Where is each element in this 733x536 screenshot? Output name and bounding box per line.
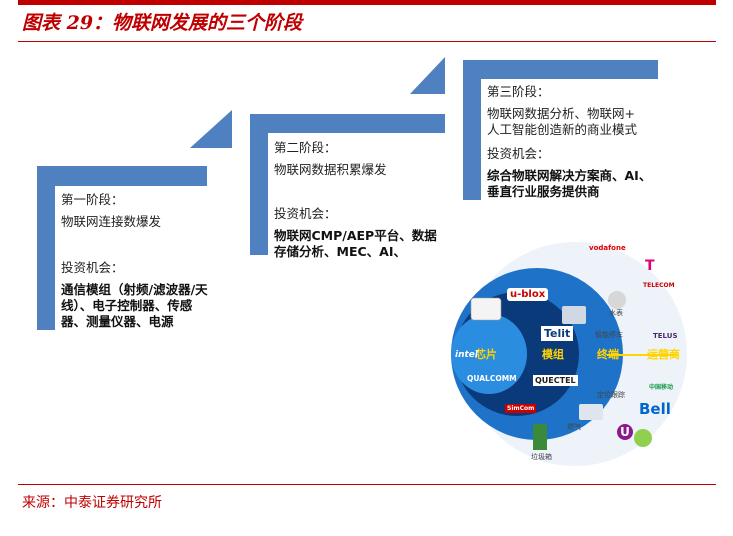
stage-3-opp-line: 综合物联网解决方案商、AI、 (487, 168, 652, 183)
device-label: 定位跟踪 (597, 391, 625, 399)
stage-2-name: 第二阶段： (274, 140, 337, 155)
logo-telit: Telit (541, 326, 574, 341)
ring-connector (607, 354, 677, 356)
stage-3-desc-line: 物联网数据分析、物联网+ (487, 106, 635, 121)
ring-label-chip: 芯片 (475, 348, 497, 361)
device-label: 智能停车 (595, 331, 623, 339)
stage-3-opp-label: 投资机会： (487, 146, 550, 161)
stage-2-arrow (410, 57, 445, 94)
logo-vodafone: vodafone (589, 244, 626, 252)
logo-quectel: QUECTEL (533, 375, 578, 386)
logo-bell: Bell (639, 400, 671, 418)
stage-1-opp-line: 通信模组（射频/滤波器/天 (61, 282, 208, 297)
stage-1-desc: 物联网连接数爆发 (61, 214, 162, 229)
ring-label-module: 模组 (542, 348, 564, 361)
stage-1-frame (37, 166, 207, 330)
logo-u: U (617, 424, 633, 440)
stage-2-opp-line: 物联网CMP/AEP平台、数据 (274, 228, 437, 243)
ring-label-operator: 运营商 (647, 348, 680, 361)
stage-2-opp-line: 存储分析、MEC、AI、 (274, 244, 406, 259)
stage-2-desc: 物联网数据积累爆发 (274, 162, 387, 177)
ring-label-device: 终端 (597, 348, 619, 361)
logo-intel: intel (455, 350, 478, 360)
stage-3-name: 第三阶段： (487, 84, 550, 99)
logo-telekom: T (645, 258, 655, 274)
stage-1-name: 第一阶段： (61, 192, 124, 207)
logo-qualcomm: QUALCOMM (467, 374, 517, 383)
logo-china-telecom: TELECOM (643, 282, 675, 289)
iot-ecosystem-graphic: 芯片 模组 终端 运营商 u-blox intel QUALCOMM Telit… (447, 232, 687, 468)
stage-3-desc-line: 人工智能创造新的商业模式 (487, 122, 638, 137)
device-label: 垃圾箱 (531, 453, 552, 461)
stage-3-frame (463, 60, 658, 200)
top-accent-bar (18, 0, 716, 5)
logo-china-mobile: 中国移动 (649, 384, 674, 391)
source-note: 来源：中泰证券研究所 (22, 495, 162, 511)
stage-3-opp-line: 垂直行业服务提供商 (487, 184, 600, 199)
logo-telus: TELUS (653, 332, 678, 340)
stage-1-opp-line: 线）、电子控制器、传感 (61, 298, 193, 313)
stage-2-opp-label: 投资机会： (274, 206, 337, 221)
title-divider (18, 41, 716, 42)
figure-title: 图表 29：物联网发展的三个阶段 (22, 12, 303, 34)
stage-1-opp-line: 器、测量仪器、电源 (61, 314, 174, 329)
stage-1-arrow (190, 110, 232, 148)
logo-ublox: u-blox (507, 288, 549, 301)
device-label: 水表 (609, 309, 623, 317)
stage-1-opp-label: 投资机会： (61, 260, 124, 275)
logo-simcom: SimCom (505, 404, 537, 413)
device-label: 燃气 (567, 423, 581, 431)
bottom-divider (18, 484, 716, 485)
stage-2-frame (250, 114, 445, 255)
